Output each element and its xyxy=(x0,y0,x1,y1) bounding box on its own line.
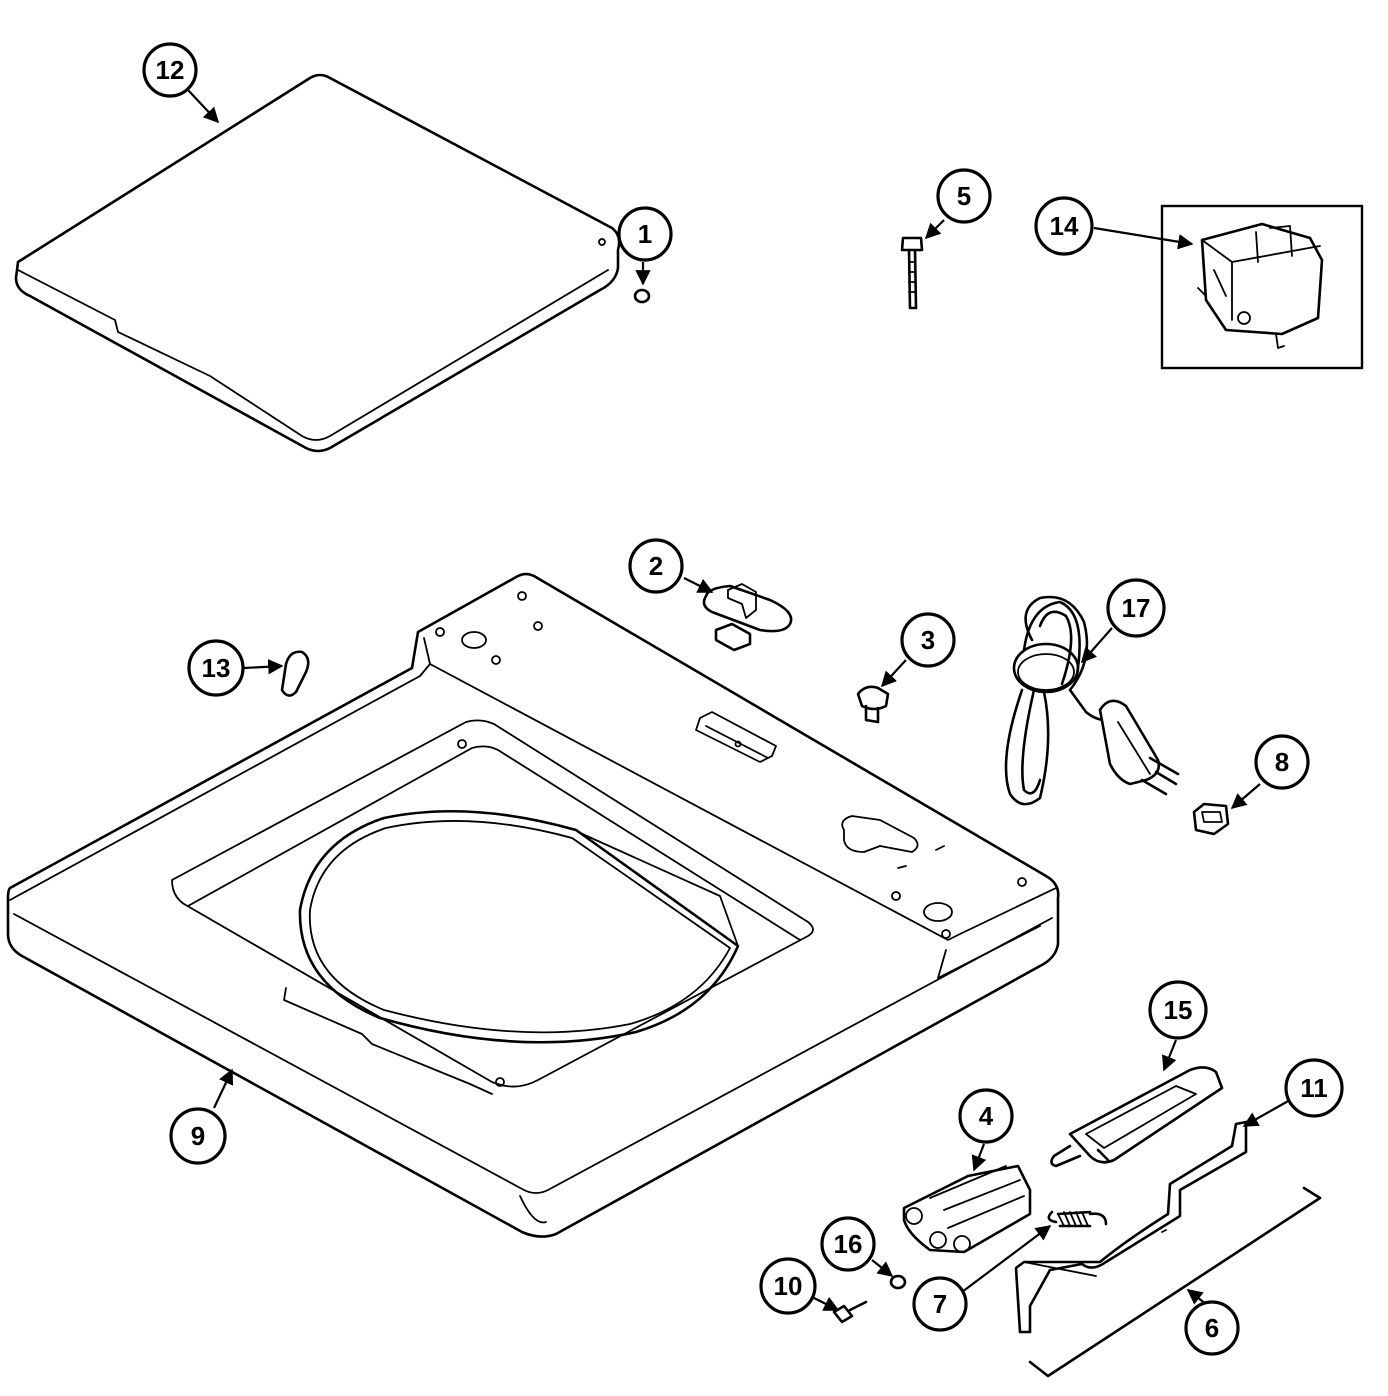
actuator-part-15 xyxy=(1050,1066,1224,1168)
top-panel-part-9 xyxy=(6,572,1060,1238)
callout-1: 1 xyxy=(617,206,673,262)
callout-16: 16 xyxy=(820,1216,876,1272)
washer-part-16 xyxy=(889,1274,907,1290)
callout-6: 6 xyxy=(1184,1300,1240,1356)
knob-part-8 xyxy=(1192,802,1230,836)
switch-part-14 xyxy=(1160,204,1364,370)
callout-label: 17 xyxy=(1122,593,1151,623)
spring-part-7 xyxy=(1047,1210,1108,1228)
callout-label: 15 xyxy=(1164,995,1193,1025)
leader-lines xyxy=(187,89,1291,1311)
callout-label: 12 xyxy=(156,55,185,85)
callout-label: 1 xyxy=(638,219,652,249)
screw-part-10 xyxy=(832,1300,868,1324)
lid-part-12 xyxy=(14,73,621,453)
hinge-part-2 xyxy=(702,583,793,652)
callout-label: 10 xyxy=(774,1271,803,1301)
callout-2: 2 xyxy=(628,538,684,594)
callout-label: 5 xyxy=(957,181,971,211)
callout-label: 11 xyxy=(1300,1073,1328,1103)
callout-12: 12 xyxy=(142,42,198,98)
power-cord-part-17 xyxy=(1004,595,1180,806)
callout-label: 2 xyxy=(649,551,663,581)
callout-8: 8 xyxy=(1254,734,1310,790)
callout-7: 7 xyxy=(912,1276,968,1332)
lever-part-11 xyxy=(1014,1120,1248,1334)
callout-15: 15 xyxy=(1148,980,1208,1040)
callout-label: 7 xyxy=(933,1289,947,1319)
callout-label: 13 xyxy=(202,653,231,683)
callout-14: 14 xyxy=(1034,196,1094,256)
callout-label: 4 xyxy=(979,1101,994,1131)
callout-17: 17 xyxy=(1106,578,1166,638)
lid-switch-part-4 xyxy=(902,1164,1032,1254)
grommet-part-1 xyxy=(633,288,651,304)
callout-5: 5 xyxy=(936,168,992,224)
callout-label: 8 xyxy=(1275,747,1289,777)
bolt-part-5 xyxy=(900,236,924,310)
callout-11: 11 xyxy=(1284,1058,1344,1118)
plug-part-3 xyxy=(856,685,890,724)
callout-4: 4 xyxy=(958,1088,1014,1144)
callout-label: 14 xyxy=(1050,211,1079,241)
callout-label: 16 xyxy=(834,1229,863,1259)
callout-9: 9 xyxy=(169,1107,227,1165)
callout-13: 13 xyxy=(187,639,245,697)
assembly-bracket-part-6 xyxy=(1028,1186,1322,1378)
callout-label: 6 xyxy=(1205,1313,1219,1343)
cap-part-13 xyxy=(280,650,310,697)
callout-3: 3 xyxy=(900,612,956,668)
callout-10: 10 xyxy=(759,1257,817,1315)
callout-label: 3 xyxy=(921,625,935,655)
callout-label: 9 xyxy=(191,1121,205,1151)
